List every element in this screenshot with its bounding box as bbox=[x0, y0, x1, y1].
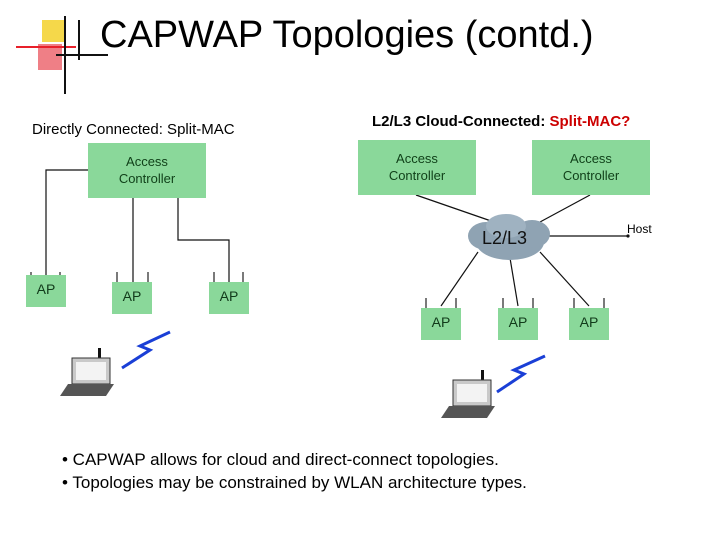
ap-right-2: AP bbox=[498, 308, 538, 340]
right-connections bbox=[415, 194, 628, 307]
laptop-icon bbox=[441, 370, 495, 418]
slide-logo bbox=[16, 16, 108, 94]
left-connections bbox=[45, 169, 230, 283]
right-subtitle: L2/L3 Cloud-Connected: Split-MAC? bbox=[372, 113, 630, 130]
ap-right-1: AP bbox=[421, 308, 461, 340]
cloud-icon bbox=[468, 214, 550, 260]
laptop-icon bbox=[60, 348, 114, 396]
right-subtitle-prefix: L2/L3 Cloud-Connected: bbox=[372, 113, 550, 130]
page-title: CAPWAP Topologies (contd.) bbox=[100, 14, 594, 56]
left-subtitle: Directly Connected: Split-MAC bbox=[32, 121, 235, 138]
right-subtitle-accent: Split-MAC? bbox=[549, 113, 631, 130]
bullet-item: • CAPWAP allows for cloud and direct-con… bbox=[62, 450, 499, 469]
access-controller-cloud-2: Access Controller bbox=[532, 140, 650, 195]
host-label: Host bbox=[627, 222, 652, 236]
host-line-dots bbox=[626, 234, 630, 238]
ap-right-3: AP bbox=[569, 308, 609, 340]
bullet-list: • CAPWAP allows for cloud and direct-con… bbox=[62, 449, 527, 495]
ap-left-1: AP bbox=[26, 275, 66, 307]
bullet-item: • Topologies may be constrained by WLAN … bbox=[62, 472, 527, 492]
access-controller-left: Access Controller bbox=[88, 143, 206, 198]
wireless-icon bbox=[121, 330, 171, 370]
cloud-label: L2/L3 bbox=[482, 228, 528, 248]
wireless-icon bbox=[496, 354, 546, 394]
ap-left-2: AP bbox=[112, 282, 152, 314]
access-controller-cloud-1: Access Controller bbox=[358, 140, 476, 195]
ap-left-3: AP bbox=[209, 282, 249, 314]
